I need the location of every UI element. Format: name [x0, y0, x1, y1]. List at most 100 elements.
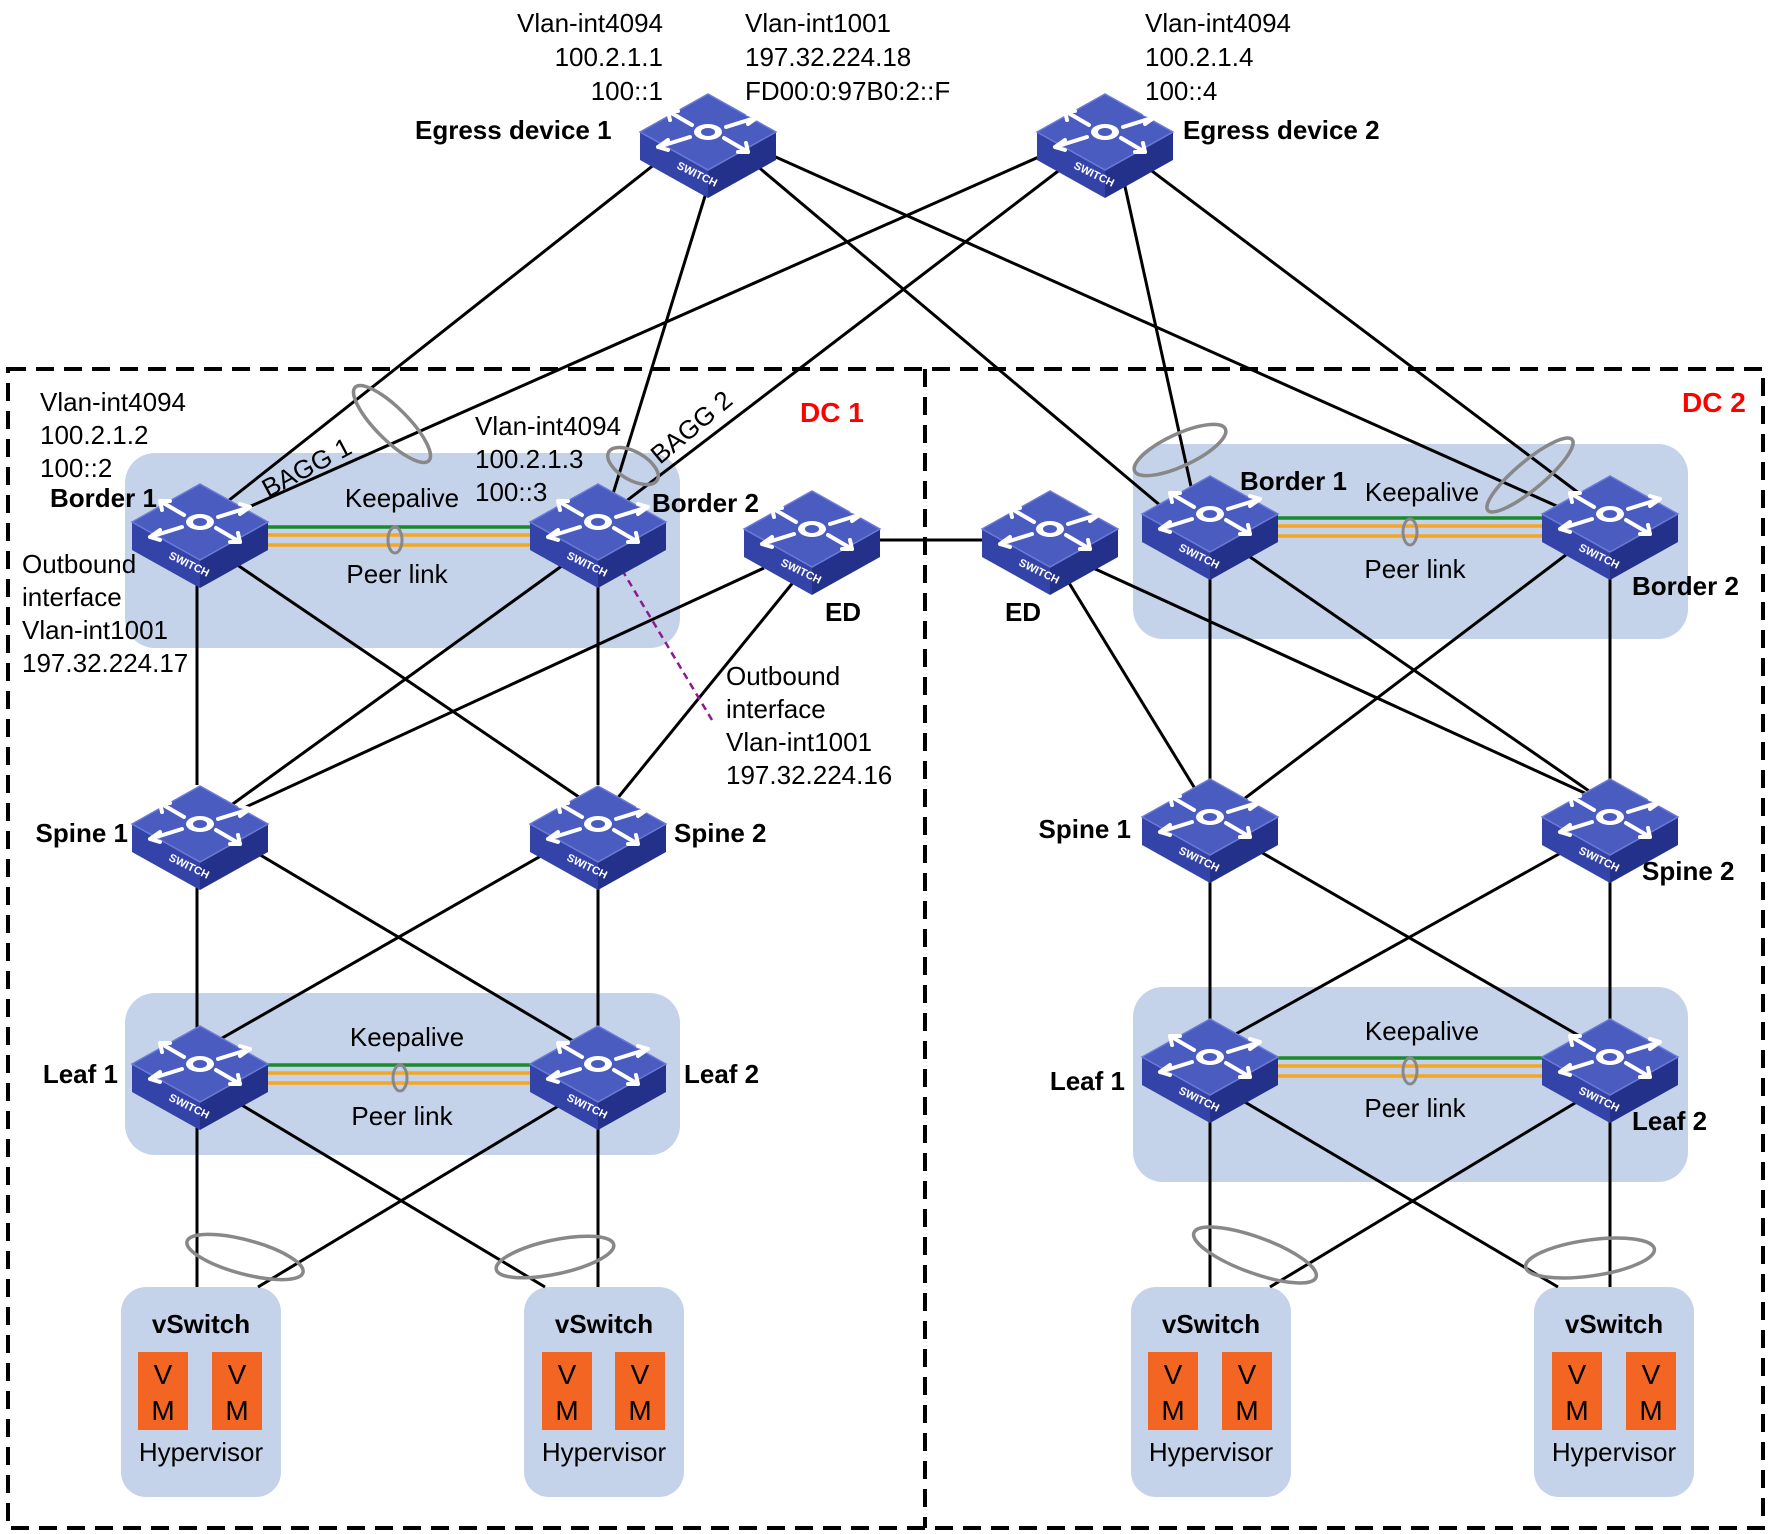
egress2-name: Egress device 2	[1183, 115, 1380, 145]
dc1-border2-addr-line1: Vlan-int4094	[475, 411, 621, 441]
host-box-1	[121, 1287, 281, 1497]
svg-text:V: V	[1164, 1359, 1183, 1390]
vswitch-label-2: vSwitch	[555, 1309, 653, 1339]
dc1-border2-label: Border 2	[652, 488, 759, 518]
dc1-border2-addr-line2: 100.2.1.3	[475, 444, 583, 474]
dc1-title: DC 1	[800, 397, 864, 428]
egress1-addr-a-line2: 100.2.1.1	[555, 42, 663, 72]
svg-text:V: V	[1642, 1359, 1661, 1390]
dc1-border1-out-line3: Vlan-int1001	[22, 615, 168, 645]
svg-text:M: M	[1235, 1395, 1258, 1426]
dc1-border1-label: Border 1	[50, 483, 157, 513]
egress2-addr-line2: 100.2.1.4	[1145, 42, 1253, 72]
dc1-border-peer-link	[265, 525, 535, 555]
svg-text:V: V	[631, 1359, 650, 1390]
dc2-border-group	[1133, 444, 1688, 639]
egress1-addr-b-line2: 197.32.224.18	[745, 42, 911, 72]
dc2-ed-switch-icon[interactable]: SWITCH	[980, 489, 1120, 597]
egress2-addr-line1: Vlan-int4094	[1145, 8, 1291, 38]
hypervisor-label-3: Hypervisor	[1149, 1437, 1274, 1467]
dc1-border2-out-line3: Vlan-int1001	[726, 727, 872, 757]
dc1-leaf2-label: Leaf 2	[684, 1059, 759, 1089]
vm-3b: VM	[1222, 1352, 1272, 1430]
vm-3a: VM	[1148, 1352, 1198, 1430]
dc1-spine1-label: Spine 1	[36, 818, 128, 848]
svg-text:V: V	[154, 1359, 173, 1390]
dc-boundary	[6, 367, 1765, 1530]
svg-text:M: M	[1565, 1395, 1588, 1426]
vm-2b: VM	[615, 1352, 665, 1430]
aggregation-rings	[185, 383, 1657, 1285]
dc1-border1-out-line1: Outbound	[22, 549, 136, 579]
dc1-border-keepalive-label: Keepalive	[345, 483, 459, 513]
hypervisor-label-4: Hypervisor	[1552, 1437, 1677, 1467]
dc2-border-peer-link	[1275, 516, 1545, 547]
egress1-name: Egress device 1	[415, 115, 612, 145]
vm-1a: VM	[138, 1352, 188, 1430]
svg-text:V: V	[1568, 1359, 1587, 1390]
egress1-addr-b-line3: FD00:0:97B0:2::F	[745, 76, 950, 106]
dc2-leaf-keepalive-label: Keepalive	[1365, 1016, 1479, 1046]
dc1-border1-addr-line1: Vlan-int4094	[40, 387, 186, 417]
svg-text:M: M	[628, 1395, 651, 1426]
svg-text:V: V	[558, 1359, 577, 1390]
vswitch-label-1: vSwitch	[152, 1309, 250, 1339]
svg-text:M: M	[151, 1395, 174, 1426]
dc2-border1-label: Border 1	[1240, 466, 1347, 496]
hypervisor-label-2: Hypervisor	[542, 1437, 667, 1467]
vm-4b: VM	[1626, 1352, 1676, 1430]
hypervisor-label-1: Hypervisor	[139, 1437, 264, 1467]
vm-blocks: VM VM VM VM VM VM VM VM	[138, 1352, 1676, 1430]
dc2-spine2-label: Spine 2	[1642, 856, 1734, 886]
egress1-addr-a-line1: Vlan-int4094	[517, 8, 663, 38]
dc1-leaf-peer-link	[265, 1063, 535, 1093]
dc1-border1-out-line4: 197.32.224.17	[22, 648, 188, 678]
dc1-border2-addr-line3: 100::3	[475, 477, 547, 507]
svg-text:M: M	[555, 1395, 578, 1426]
dc2-border-peer-label: Peer link	[1364, 554, 1466, 584]
vswitch-label-4: vSwitch	[1565, 1309, 1663, 1339]
dc1-spine2-label: Spine 2	[674, 818, 766, 848]
dc1-border-peer-label: Peer link	[346, 559, 448, 589]
dc1-border1-addr-line3: 100::2	[40, 453, 112, 483]
dc2-leaf-peer-link	[1275, 1056, 1545, 1086]
host-box-4	[1534, 1287, 1694, 1497]
dc2-leaf1-label: Leaf 1	[1050, 1066, 1125, 1096]
dc1-leaf-keepalive-label: Keepalive	[350, 1022, 464, 1052]
dc2-border-keepalive-label: Keepalive	[1365, 477, 1479, 507]
outbound-annotation-line	[620, 569, 714, 721]
egress2-switch-icon[interactable]: SWITCH	[1035, 92, 1175, 200]
dc2-spine1-switch-icon[interactable]: SWITCH	[1140, 777, 1280, 885]
vm-1b: VM	[212, 1352, 262, 1430]
dc1-ed-switch-icon[interactable]: SWITCH	[742, 489, 882, 597]
egress1-addr-b-line1: Vlan-int1001	[745, 8, 891, 38]
dc2-ed-label: ED	[1005, 597, 1041, 627]
host-box-3	[1131, 1287, 1291, 1497]
vswitch-label-3: vSwitch	[1162, 1309, 1260, 1339]
dc1-spine2-switch-icon[interactable]: SWITCH	[528, 784, 668, 892]
dc1-spine1-switch-icon[interactable]: SWITCH	[130, 784, 270, 892]
dc1-border1-out-line2: interface	[22, 582, 122, 612]
egress1-switch-icon[interactable]: SWITCH	[638, 92, 778, 200]
dc1-ed-label: ED	[825, 597, 861, 627]
dc1-border2-out-line1: Outbound	[726, 661, 840, 691]
svg-text:V: V	[1238, 1359, 1257, 1390]
dc1-border2-out-line2: interface	[726, 694, 826, 724]
dc2-leaf-peer-label: Peer link	[1364, 1093, 1466, 1123]
host-box-2	[524, 1287, 684, 1497]
dc1-leaf-peer-label: Peer link	[351, 1101, 453, 1131]
egress2-addr-line3: 100::4	[1145, 76, 1217, 106]
egress1-addr-a-line3: 100::1	[591, 76, 663, 106]
dc2-title: DC 2	[1682, 387, 1746, 418]
dc1-border2-out-line4: 197.32.224.16	[726, 760, 892, 790]
dc2-border2-label: Border 2	[1632, 571, 1739, 601]
vm-2a: VM	[542, 1352, 592, 1430]
dc2-leaf2-label: Leaf 2	[1632, 1106, 1707, 1136]
dc1-leaf1-label: Leaf 1	[43, 1059, 118, 1089]
vm-4a: VM	[1552, 1352, 1602, 1430]
svg-text:M: M	[1161, 1395, 1184, 1426]
dc1-border1-addr-line2: 100.2.1.2	[40, 420, 148, 450]
svg-text:M: M	[1639, 1395, 1662, 1426]
svg-text:M: M	[225, 1395, 248, 1426]
